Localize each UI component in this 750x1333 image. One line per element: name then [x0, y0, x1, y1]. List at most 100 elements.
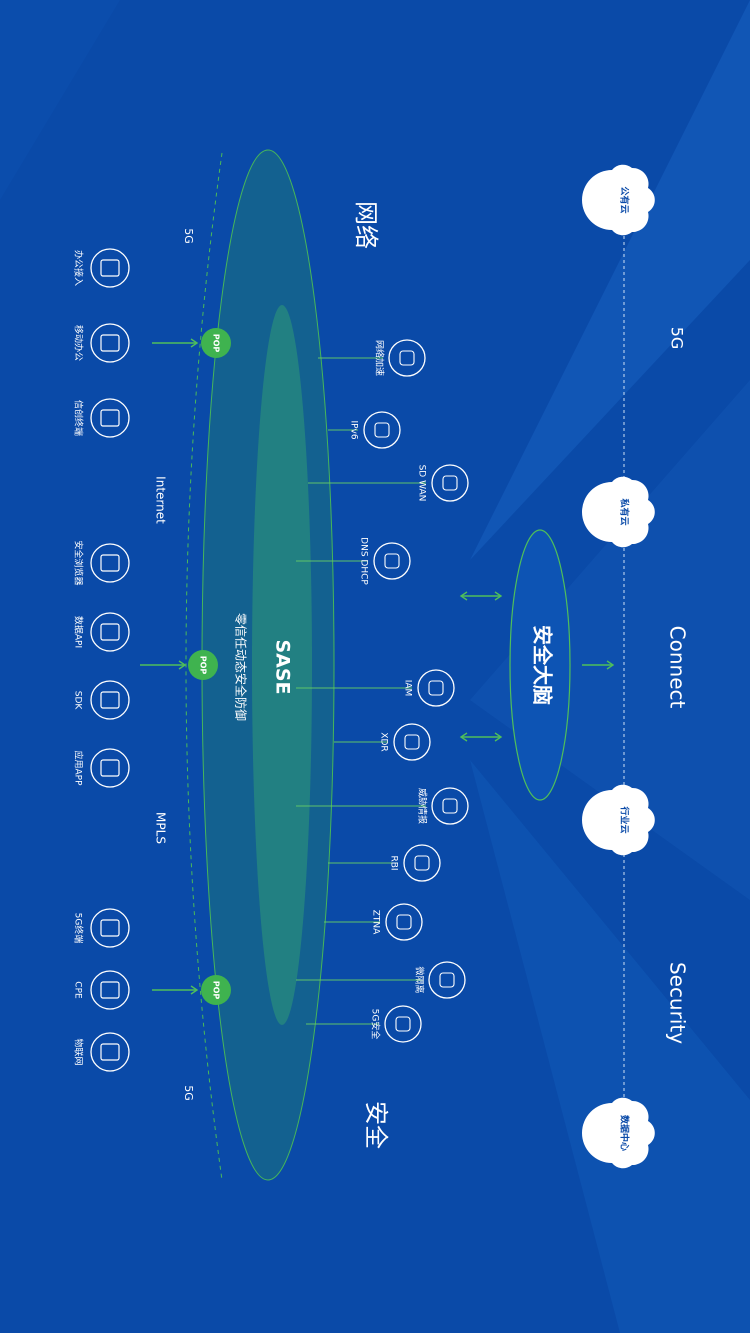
- endpoint-item: 5G终端: [73, 908, 130, 948]
- threat-intel-icon: [431, 787, 469, 825]
- endpoint-glyph: [100, 623, 120, 641]
- link-label-5g-top: 5G: [182, 228, 195, 244]
- rocket-icon: [388, 339, 426, 377]
- service-glyph: [404, 734, 420, 750]
- endpoint-item: 应用APP: [73, 748, 130, 788]
- service-label: IPv6: [349, 420, 359, 439]
- service-glyph: [395, 1016, 411, 1032]
- cloud-label: 公有云: [619, 186, 631, 213]
- link-label-5g-bottom: 5G: [182, 1085, 195, 1101]
- brain-arrows: [459, 591, 615, 742]
- cloud-node: 数据中心: [582, 1097, 655, 1169]
- link-label-internet: Internet: [154, 476, 168, 524]
- mobile-icon: [90, 323, 130, 363]
- link-dashed-curve: [185, 152, 223, 1181]
- 5g-icon: [90, 908, 130, 948]
- pop-node: POP: [201, 328, 231, 358]
- endpoint-label: 办公接入: [73, 250, 85, 286]
- service-label: 5G安全: [370, 1009, 382, 1040]
- service-item: DNS DHCP: [359, 537, 411, 585]
- cloud-icon: [582, 476, 655, 548]
- cloud-label: 行业云: [619, 805, 631, 833]
- endpoint-item: 安全浏览器: [73, 540, 130, 586]
- endpoint-item: 数据API: [73, 612, 130, 652]
- endpoint-label: 信创终端: [73, 400, 85, 436]
- endpoint-glyph: [100, 334, 120, 352]
- endpoint-label: 物联网: [73, 1038, 85, 1065]
- endpoint-item: 物联网: [73, 1032, 130, 1072]
- globe-icon: [90, 543, 130, 583]
- service-label: IAM: [403, 680, 413, 697]
- endpoint-glyph: [100, 1043, 120, 1061]
- service-item: RBI: [389, 844, 441, 882]
- service-label: SD WAN: [417, 465, 427, 502]
- iot-icon: [90, 1032, 130, 1072]
- cloud-icon: [582, 1097, 655, 1169]
- service-item: SD WAN: [417, 464, 469, 502]
- pop-arrows: [140, 338, 199, 995]
- cloud-node: 私有云: [582, 476, 655, 548]
- cloud-label: 数据中心: [619, 1115, 631, 1151]
- endpoint-glyph: [100, 981, 120, 999]
- pop-node-circle: [188, 650, 218, 680]
- link-label-mpls: MPLS: [154, 812, 168, 844]
- right-label-5g: 5G: [668, 327, 687, 350]
- right-label-security: Security: [666, 962, 690, 1044]
- dns-icon: [373, 542, 411, 580]
- service-glyph: [442, 475, 458, 491]
- service-label: 网络加速: [374, 340, 386, 376]
- endpoint-glyph: [100, 259, 120, 277]
- iam-icon: [417, 669, 455, 707]
- endpoint-item: 移动办公: [73, 323, 130, 363]
- endpoint-item: CPE: [73, 970, 130, 1010]
- service-glyph: [384, 553, 400, 569]
- service-glyph: [396, 914, 412, 930]
- sase-inner-ellipse: [252, 305, 312, 1025]
- sase-subtitle: 零信任动态安全防御: [234, 613, 249, 721]
- api-doc-icon: [90, 612, 130, 652]
- endpoint-label: 移动办公: [73, 325, 85, 361]
- endpoint-glyph: [100, 691, 120, 709]
- it-terminal-icon: [90, 398, 130, 438]
- endpoint-label: 数据API: [73, 616, 85, 648]
- endpoint-glyph: [100, 919, 120, 937]
- cpe-icon: [90, 970, 130, 1010]
- monitor-icon: [90, 248, 130, 288]
- service-item: 5G安全: [370, 1005, 422, 1043]
- cloud-node: 公有云: [582, 164, 655, 236]
- ipv6-icon: [363, 411, 401, 449]
- endpoint-label: 应用APP: [73, 750, 85, 786]
- service-item: XDR: [379, 723, 431, 761]
- pop-label: POP: [212, 981, 221, 1000]
- pop-node: POP: [188, 650, 218, 680]
- endpoint-glyph: [100, 554, 120, 572]
- security-label: 安全: [362, 1101, 390, 1149]
- xdr-icon: [393, 723, 431, 761]
- cloud-icon: [582, 164, 655, 236]
- service-glyph: [414, 855, 430, 871]
- right-label-connect: Connect: [666, 626, 690, 709]
- endpoint-label: 5G终端: [73, 913, 85, 944]
- network-label: 网络: [352, 201, 380, 249]
- endpoint-label: 安全浏览器: [73, 540, 85, 585]
- pop-node-circle: [201, 975, 231, 1005]
- service-item: 网络加速: [374, 339, 426, 377]
- sdwan-icon: [431, 464, 469, 502]
- service-label: 微隔离: [414, 966, 426, 993]
- service-glyph: [399, 350, 415, 366]
- endpoint-label: SDK: [73, 691, 83, 711]
- sase-title: SASE: [272, 639, 294, 694]
- service-item: IPv6: [349, 411, 401, 449]
- pop-nodes: POP POP POP: [188, 328, 231, 1005]
- service-label: DNS DHCP: [359, 537, 369, 585]
- service-item: IAM: [403, 669, 455, 707]
- cloud-label: 私有云: [619, 497, 631, 525]
- rbi-icon: [403, 844, 441, 882]
- cloud-icon: [582, 784, 655, 856]
- service-label: RBI: [389, 855, 399, 870]
- 5g-shield-icon: [384, 1005, 422, 1043]
